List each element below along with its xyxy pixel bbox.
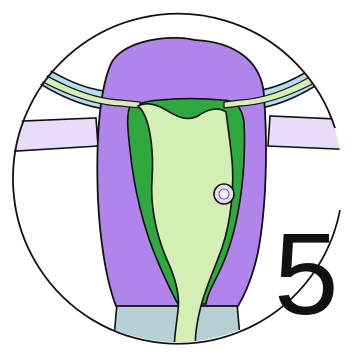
step-number: 5 <box>274 216 339 332</box>
right-ovarian-ligament <box>268 116 359 150</box>
embryo-inner <box>219 189 229 199</box>
left-ovarian-ligament <box>0 118 98 152</box>
